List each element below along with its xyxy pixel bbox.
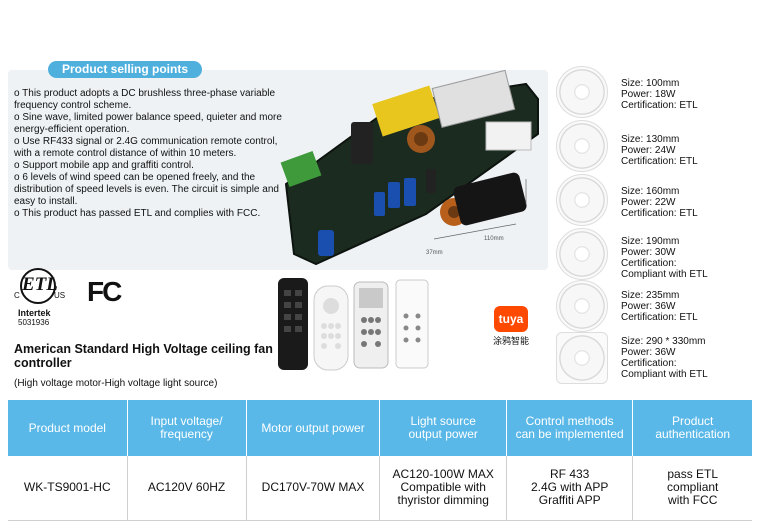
- cell-motor-output-power: DC170V-70W MAX: [246, 456, 381, 521]
- led-module-image: [556, 66, 608, 118]
- module-extra: Compliant with ETL: [621, 369, 708, 380]
- etl-logo: ETL: [20, 268, 58, 304]
- table-row: WK-TS9001-HC AC120V 60HZ DC170V-70W MAX …: [8, 456, 752, 521]
- tuya-logo: tuya 涂鸦智能: [490, 306, 532, 348]
- selling-point: o 6 levels of wind speed can be opened f…: [14, 172, 279, 207]
- selling-points-title: Product selling points: [48, 61, 202, 78]
- module-info: Size: 235mm Power: 36W Certification: ET…: [621, 290, 698, 323]
- etl-c-mark: C: [14, 291, 20, 300]
- etl-us-mark: US: [54, 291, 66, 300]
- cell-light-source-power: AC120-100W MAX Compatible with thyristor…: [379, 456, 507, 521]
- module-info: Size: 130mm Power: 24W Certification: ET…: [621, 134, 698, 167]
- board-width-label: 110mm: [484, 236, 504, 242]
- led-module-image: [556, 280, 608, 332]
- module-cert: Certification: ETL: [621, 156, 698, 167]
- spec-table-header-row: Product model Input voltage/ frequency M…: [8, 400, 752, 456]
- selling-point: o Sine wave, limited power balance speed…: [14, 112, 282, 135]
- module-power: Power: 30W: [621, 247, 676, 258]
- header-authentication: Product authentication: [632, 400, 752, 456]
- certification-logos: ETL C US Intertek 5031936 FC: [14, 266, 134, 328]
- module-extra: Compliant with ETL: [621, 269, 708, 280]
- tuya-logo-mark: tuya: [494, 306, 528, 332]
- module-size: Size: 160mm: [621, 186, 680, 197]
- module-power: Power: 24W: [621, 145, 676, 156]
- module-cert: Certification: ETL: [621, 208, 698, 219]
- module-size: Size: 290 * 330mm: [621, 336, 706, 347]
- led-module-image: [556, 120, 608, 172]
- cell-product-model: WK-TS9001-HC: [8, 456, 128, 521]
- cell-authentication: pass ETL compliant with FCC: [632, 456, 752, 521]
- spec-table: Product model Input voltage/ frequency M…: [8, 400, 752, 521]
- controller-board-image: 37mm 110mm: [280, 69, 539, 266]
- fcc-logo: FC: [87, 276, 122, 307]
- selling-point: o Use RF433 signal or 2.4G communication…: [14, 136, 278, 159]
- led-module-image: [556, 174, 608, 226]
- module-info: Size: 160mm Power: 22W Certification: ET…: [621, 186, 698, 219]
- module-info: Size: 190mm Power: 30W Certification: Co…: [621, 236, 708, 280]
- product-title: American Standard High Voltage ceiling f…: [14, 342, 273, 370]
- header-motor-output-power: Motor output power: [246, 400, 381, 456]
- light-modules-list: Size: 100mm Power: 18W Certification: ET…: [552, 64, 762, 384]
- cell-input-voltage: AC120V 60HZ: [127, 456, 247, 521]
- led-module-image: [556, 228, 608, 280]
- selling-point: o This product has passed ETL and compli…: [14, 208, 261, 219]
- module-info: Size: 290 * 330mm Power: 36W Certificati…: [621, 336, 708, 380]
- module-power: Power: 36W: [621, 301, 676, 312]
- selling-points-list: o This product adopts a DC brushless thr…: [14, 88, 282, 220]
- module-info: Size: 100mm Power: 18W Certification: ET…: [621, 78, 698, 111]
- module-cert: Certification:: [621, 258, 677, 269]
- module-power: Power: 18W: [621, 89, 676, 100]
- tuya-caption: 涂鸦智能: [492, 336, 529, 346]
- selling-point: o Support mobile app and graffiti contro…: [14, 160, 194, 171]
- intertek-label: Intertek: [18, 308, 51, 318]
- module-size: Size: 190mm: [621, 236, 680, 247]
- module-size: Size: 130mm: [621, 134, 680, 145]
- selling-point: o This product adopts a DC brushless thr…: [14, 88, 276, 111]
- header-control-methods: Control methods can be implemented: [506, 400, 634, 456]
- intertek-number: 5031936: [18, 318, 50, 327]
- module-size: Size: 100mm: [621, 78, 680, 89]
- product-subtitle: (High voltage motor-High voltage light s…: [14, 378, 218, 389]
- module-size: Size: 235mm: [621, 290, 680, 301]
- header-light-source-power: Light source output power: [379, 400, 507, 456]
- cell-control-methods: RF 433 2.4G with APP Graffiti APP: [506, 456, 634, 521]
- remote-controls-image: [278, 278, 429, 371]
- header-input-voltage: Input voltage/ frequency: [127, 400, 247, 456]
- module-power: Power: 22W: [621, 197, 676, 208]
- board-height-label: 37mm: [426, 250, 443, 256]
- led-module-image: [556, 332, 608, 384]
- module-cert: Certification:: [621, 358, 677, 369]
- module-cert: Certification: ETL: [621, 312, 698, 323]
- header-product-model: Product model: [8, 400, 128, 456]
- module-cert: Certification: ETL: [621, 100, 698, 111]
- module-power: Power: 36W: [621, 347, 676, 358]
